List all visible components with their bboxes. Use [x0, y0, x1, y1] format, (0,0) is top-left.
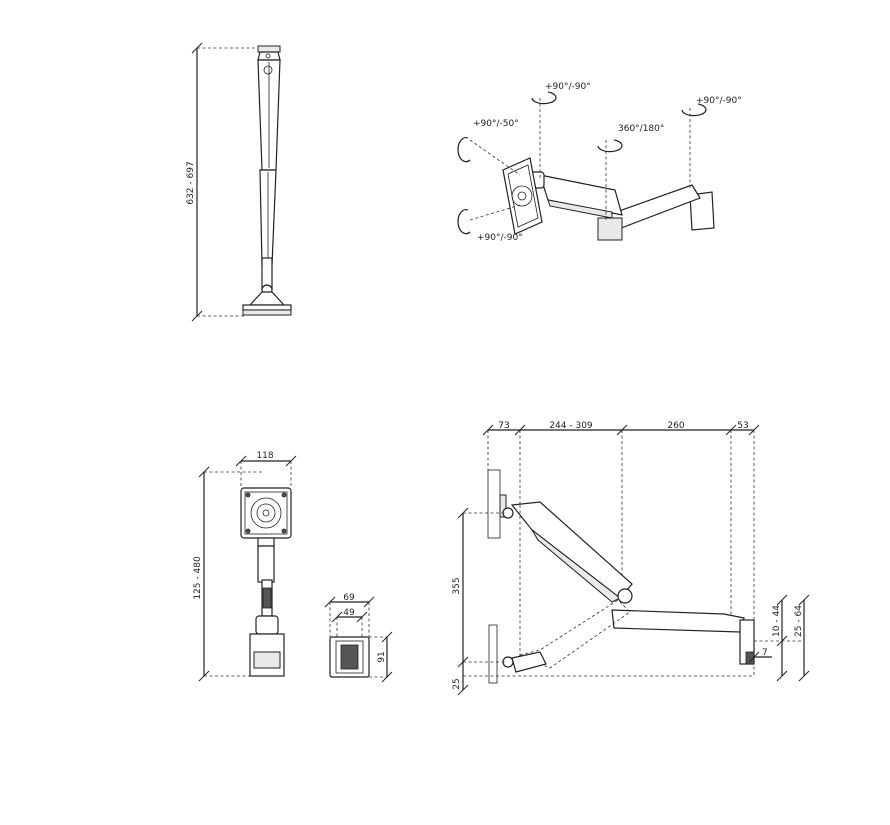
clamp-body-inner: [335, 640, 364, 674]
dim-tick: [798, 670, 810, 682]
front-height-dim: 125 - 480: [193, 556, 203, 600]
reach-right-3: 7: [762, 648, 768, 658]
reach-right-1: 10 - 44: [772, 605, 782, 637]
front-arm-underside: [531, 529, 621, 603]
pole-detail: [262, 587, 272, 609]
reach-right-2: 25 - 64: [794, 605, 804, 637]
middle-joint-block: [597, 217, 623, 241]
reach-height-355: 355: [452, 577, 462, 594]
lower-arm-segment: [511, 651, 547, 673]
rotation-label-left-upper: +90°/-50°: [473, 119, 519, 129]
clamp-detail-view: 69 49 91: [324, 593, 393, 683]
vesa-hub: [517, 191, 527, 201]
clamp-pad: [253, 651, 281, 669]
dim-tick: [776, 594, 788, 606]
side-height-dim: 632 - 697: [186, 161, 196, 204]
front-width-dim: 118: [256, 451, 273, 461]
rotate-arrow-icon: [597, 139, 623, 153]
reach-seg-1: 73: [498, 421, 509, 431]
front-arm-extended: [510, 501, 633, 599]
clamp-inner-dim: 49: [343, 608, 355, 618]
rotate-arrow-icon: [531, 91, 557, 105]
rotate-arrow-icon: [457, 137, 471, 163]
rotation-label-middle: 360°/180°: [618, 124, 664, 134]
rotation-label-right: +90°/-90°: [696, 96, 742, 106]
top-mount-plate: [257, 45, 281, 53]
rotate-arrow-icon: [681, 103, 707, 117]
tilt-knob: [265, 53, 271, 59]
wall-mount-block: [689, 191, 715, 231]
wall-block-detail: [745, 651, 755, 665]
tilt-head: [257, 537, 275, 547]
reach-seg-4: 53: [737, 421, 748, 431]
clamp-outer-dim: 69: [343, 593, 355, 603]
reach-height-25: 25: [452, 678, 462, 689]
front-arm: [539, 174, 623, 216]
base-plate: [242, 304, 292, 311]
reach-seg-3: 260: [667, 421, 684, 431]
reach-diagram-view: 73 244 - 309 260 53: [452, 421, 810, 696]
rotation-isometric-view: +90°/-90° 360°/180° +90°/-90° +90°/-50° …: [457, 82, 742, 243]
monitor-plate-lowered: [488, 624, 498, 684]
front-elevation-view: 118 125 - 480: [193, 451, 297, 682]
vesa-plate-inner: [244, 491, 288, 535]
reach-seg-2: 244 - 309: [549, 421, 593, 431]
dim-tick: [776, 670, 788, 682]
front-arm-underside: [547, 199, 613, 219]
dim-tick: [798, 594, 810, 606]
arm-joint: [263, 65, 273, 75]
vesa-ring-inner: [256, 503, 276, 523]
rotation-label-top-left: +90°/-90°: [545, 82, 591, 92]
screw-hole: [281, 492, 287, 498]
plate-bracket: [499, 494, 507, 518]
rotation-label-left-lower: +90°/-90°: [477, 233, 523, 243]
clamp-height-dim: 91: [377, 651, 387, 662]
top-tilt-head: [257, 51, 281, 61]
screw-hole: [281, 528, 287, 534]
base-pad: [242, 309, 292, 316]
pole-collar: [255, 615, 279, 635]
screw-hole: [245, 528, 251, 534]
front-arm-folded: [518, 599, 631, 669]
dim-tick: [748, 651, 760, 663]
vesa-ring: [511, 185, 533, 207]
base-bracket: [248, 291, 286, 306]
rotation-axis: [469, 139, 521, 176]
side-elevation-view: 632 - 697: [186, 42, 292, 322]
clamp-screw-housing: [340, 644, 359, 670]
rotate-arrow-icon: [457, 209, 471, 235]
arm-column: [257, 545, 275, 583]
vesa-hub: [262, 509, 270, 517]
elbow-joint: [617, 588, 633, 604]
vesa-ring: [250, 497, 282, 529]
monitor-plate-extended: [487, 469, 501, 539]
vesa-plate: [502, 157, 543, 235]
dim-tick: [457, 684, 469, 696]
screw-hole: [245, 492, 251, 498]
vesa-plate-inner: [507, 164, 539, 228]
rear-arm: [611, 609, 745, 633]
